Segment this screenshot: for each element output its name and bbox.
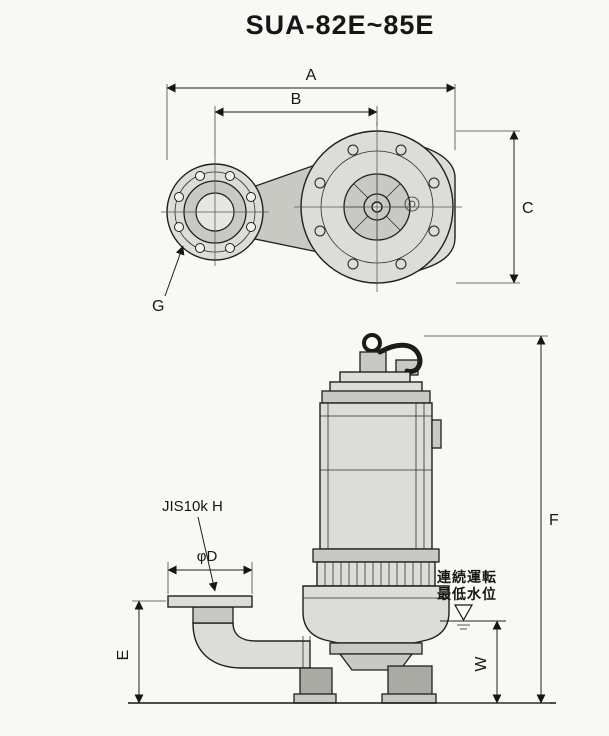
motor-top-cover — [321, 371, 431, 404]
dim-a: A — [166, 67, 456, 160]
dim-d: φD — [167, 548, 253, 594]
water-level: 連続運転 最低水位 — [437, 569, 506, 630]
top-view: A B C G — [152, 67, 534, 315]
pump-body-plan — [294, 122, 462, 292]
dim-w-label: W — [473, 656, 490, 672]
side-view: JIS10k H φD E F 連続運転 最低水位 — [115, 333, 559, 704]
flange-bolt-holes — [174, 171, 256, 253]
callout-flange-spec: JIS10k H — [162, 498, 223, 592]
dim-e-label: E — [115, 650, 132, 661]
discharge-flange-plan — [161, 158, 269, 266]
dim-b: B — [214, 91, 378, 158]
callout-g-label: G — [152, 298, 164, 315]
motor-casing — [319, 402, 442, 550]
elbow-neck — [192, 606, 234, 624]
dim-w: W — [473, 620, 502, 704]
page-title: SUA-82E~85E — [246, 10, 435, 40]
dim-c-label: C — [522, 200, 534, 217]
stand-legs — [293, 665, 437, 704]
discharge-flange-side — [167, 595, 253, 608]
lifting-hook-and-cable — [359, 333, 423, 376]
volute-casing — [302, 585, 450, 671]
water-level-symbol — [453, 604, 474, 622]
seal-section — [316, 561, 436, 587]
water-note-line2: 最低水位 — [437, 586, 497, 602]
water-note-line1: 連続運転 — [437, 569, 497, 585]
dim-f-label: F — [549, 512, 559, 529]
cable-entry-boss — [431, 419, 442, 449]
callout-g: G — [152, 245, 185, 315]
dim-b-label: B — [291, 91, 302, 108]
dim-a-label: A — [306, 67, 317, 84]
dim-f: F — [424, 335, 559, 704]
dim-d-label: φD — [197, 548, 218, 565]
dim-e: E — [115, 600, 166, 704]
discharge-elbow — [167, 595, 311, 670]
clamp-band — [312, 548, 440, 563]
flange-spec-label: JIS10k H — [162, 498, 223, 515]
body-bolts — [314, 144, 440, 270]
dim-c: C — [456, 130, 534, 284]
